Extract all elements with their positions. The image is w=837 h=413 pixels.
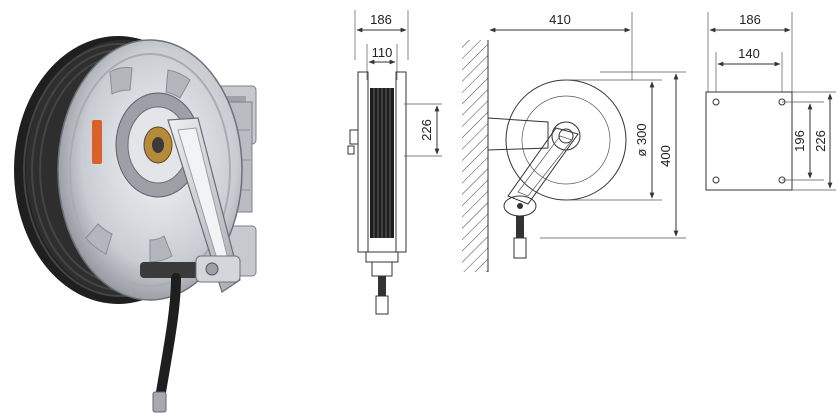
brand-label [92,120,102,164]
side-view-drawing: 186 110 226 [347,10,442,315]
dim-hole-spacing-y: 196 [792,130,807,152]
mounting-holes [712,98,786,184]
dim-plate-height: 226 [813,130,828,152]
dim-front-height: 400 [658,145,673,167]
dim-hole-spacing-x: 140 [738,46,760,61]
front-view-drawing: 410 ø 300 400 [462,12,686,272]
bracket-view-drawing: 186 140 196 226 [705,12,836,191]
dim-front-depth: 410 [549,12,571,27]
dim-plate-width: 186 [739,12,761,27]
dim-side-drum-width: 110 [372,45,393,60]
wall-hatch [462,40,488,272]
dim-front-drum-diameter: ø 300 [634,123,649,156]
hose-reel-photo [14,36,257,413]
dim-side-mount-height: 226 [419,119,434,141]
outlet-fitting [140,255,241,283]
hanging-hose [155,273,181,403]
dim-side-overall-width: 186 [370,12,392,27]
